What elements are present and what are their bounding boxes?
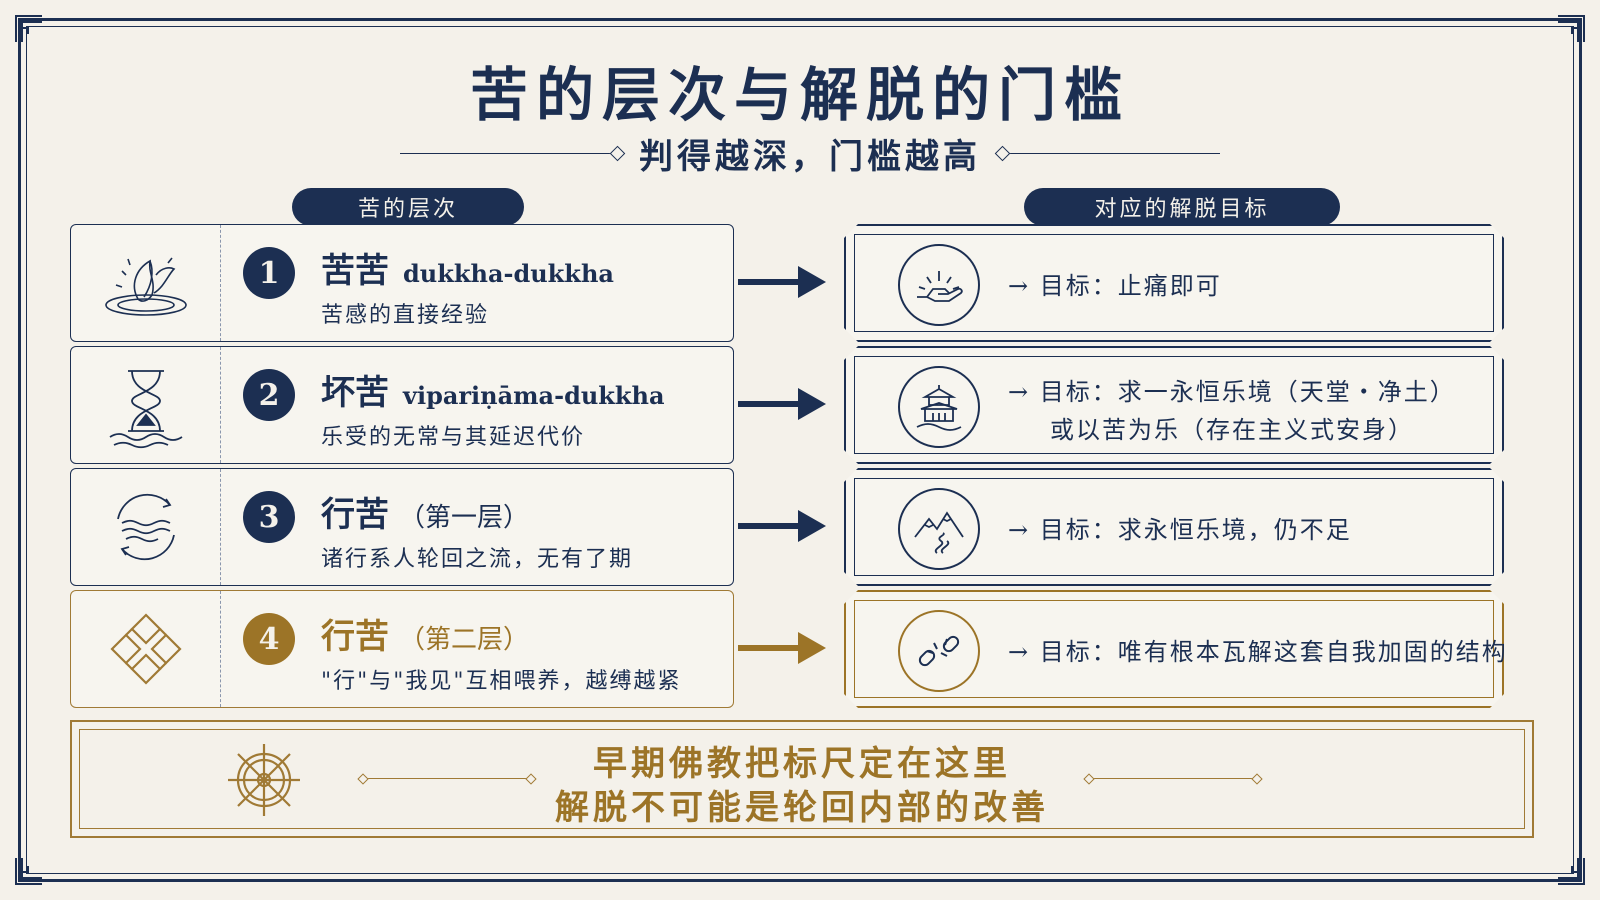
- mountain-river-icon: [898, 488, 980, 570]
- goal-text: → 目标：止痛即可: [1008, 272, 1222, 300]
- level-row-1: 1 苦苦 dukkha-dukkha 苦感的直接经验 → 目标：止痛即可: [70, 224, 1534, 342]
- level-number: 4: [243, 613, 295, 665]
- level-name-cn: 行苦: [321, 495, 389, 535]
- right-arrow-icon: [738, 384, 826, 424]
- conclusion-line-2: 解脱不可能是轮回内部的改善: [555, 788, 1049, 828]
- level-card: 2 坏苦 vipariṇāma-dukkha 乐受的无常与其延迟代价: [70, 346, 734, 464]
- splash-leaf-icon: [71, 225, 221, 341]
- goal-text: → 目标：求一永恒乐境（天堂・净土）: [1008, 378, 1456, 406]
- level-name: 苦苦 dukkha-dukkha: [321, 243, 614, 292]
- level-name-note: （第一层）: [399, 503, 530, 533]
- broken-chain-icon: [898, 610, 980, 692]
- level-number: 2: [243, 369, 295, 421]
- level-row-2: 2 坏苦 vipariṇāma-dukkha 乐受的无常与其延迟代价 → 目标：求…: [70, 346, 1534, 464]
- subtitle-divider: [1001, 152, 1220, 154]
- level-name-cn: 坏苦: [321, 373, 389, 413]
- goal-text: → 目标：求永恒乐境，仍不足: [1008, 516, 1352, 544]
- level-name: 行苦 （第二层）: [321, 609, 529, 658]
- corner-ornament-icon: [14, 14, 44, 44]
- outer-frame: [18, 18, 1582, 882]
- dharma-wheel-icon: [224, 740, 304, 820]
- goal-card: → 目标：求一永恒乐境（天堂・净土） 或以苦为乐（存在主义式安身）: [844, 346, 1504, 464]
- level-name-pali: vipariṇāma-dukkha: [403, 381, 665, 410]
- level-row-4: 4 行苦 （第二层） "行"与"我见"互相喂养，越缚越紧 → 目标：唯有根本瓦解这…: [70, 590, 1534, 708]
- level-number: 1: [243, 247, 295, 299]
- right-column-header: 对应的解脱目标: [1024, 188, 1340, 226]
- right-arrow-icon: [738, 628, 826, 668]
- goal-card: → 目标：止痛即可: [844, 224, 1504, 342]
- level-card: 4 行苦 （第二层） "行"与"我见"互相喂养，越缚越紧: [70, 590, 734, 708]
- level-name-cn: 行苦: [321, 617, 389, 657]
- goal-card: → 目标：求永恒乐境，仍不足: [844, 468, 1504, 586]
- level-description: 乐受的无常与其延迟代价: [321, 425, 586, 450]
- level-card: 1 苦苦 dukkha-dukkha 苦感的直接经验: [70, 224, 734, 342]
- endless-knot-icon: [71, 591, 221, 707]
- subtitle-row: 判得越深，门槛越高: [400, 128, 1220, 178]
- cycle-waves-icon: [71, 469, 221, 585]
- level-description: "行"与"我见"互相喂养，越缚越紧: [321, 669, 682, 694]
- corner-ornament-icon: [1556, 14, 1586, 44]
- left-column-header: 苦的层次: [292, 188, 524, 226]
- level-description: 诸行系人轮回之流，无有了期: [321, 547, 634, 572]
- level-row-3: 3 行苦 （第一层） 诸行系人轮回之流，无有了期 → 目标：求永恒乐境，仍不足: [70, 468, 1534, 586]
- temple-icon: [898, 366, 980, 448]
- level-name: 坏苦 vipariṇāma-dukkha: [321, 365, 665, 414]
- corner-ornament-icon: [14, 856, 44, 886]
- level-name-cn: 苦苦: [321, 251, 389, 291]
- level-name-pali: dukkha-dukkha: [403, 259, 614, 288]
- banner-divider: [362, 778, 532, 779]
- inner-frame: [26, 26, 1574, 874]
- page-subtitle: 判得越深，门槛越高: [639, 136, 981, 177]
- right-arrow-icon: [738, 262, 826, 302]
- goal-text-continued: 或以苦为乐（存在主义式安身）: [1050, 416, 1414, 444]
- level-name: 行苦 （第一层）: [321, 487, 529, 536]
- hourglass-icon: [71, 347, 221, 463]
- corner-ornament-icon: [1556, 856, 1586, 886]
- open-hand-icon: [898, 244, 980, 326]
- right-arrow-icon: [738, 506, 826, 546]
- subtitle-divider: [400, 152, 619, 154]
- conclusion-banner: 早期佛教把标尺定在这里 解脱不可能是轮回内部的改善: [70, 720, 1534, 838]
- level-description: 苦感的直接经验: [321, 303, 490, 328]
- banner-divider: [1088, 778, 1258, 779]
- page-title: 苦的层次与解脱的门槛: [469, 61, 1130, 129]
- level-name-note: （第二层）: [399, 625, 530, 655]
- goal-text: → 目标：唯有根本瓦解这套自我加固的结构: [1008, 638, 1508, 666]
- level-card: 3 行苦 （第一层） 诸行系人轮回之流，无有了期: [70, 468, 734, 586]
- conclusion-line-1: 早期佛教把标尺定在这里: [593, 744, 1011, 784]
- level-number: 3: [243, 491, 295, 543]
- goal-card: → 目标：唯有根本瓦解这套自我加固的结构: [844, 590, 1504, 708]
